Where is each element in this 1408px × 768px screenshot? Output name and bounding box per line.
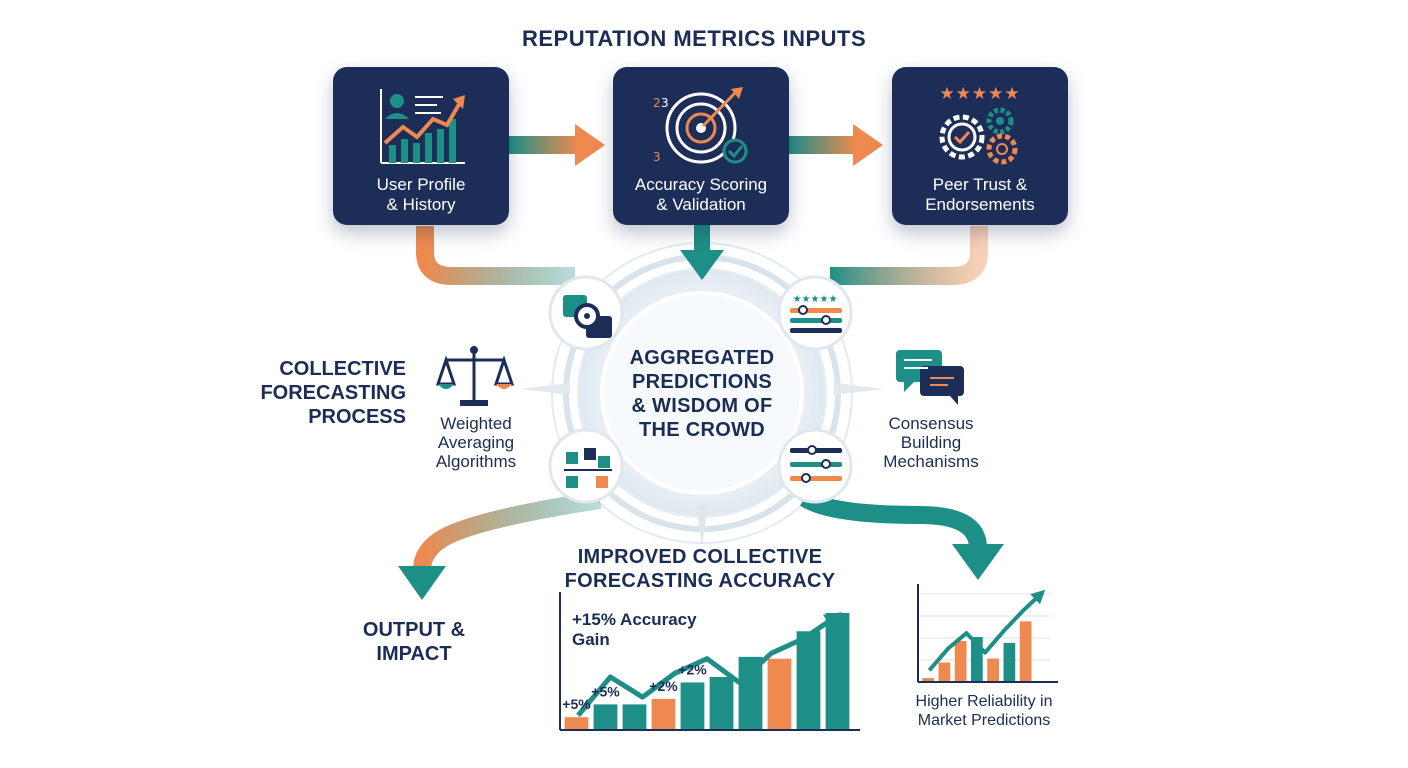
hub-label: AGGREGATED PREDICTIONS & WISDOM OF THE C… — [629, 347, 775, 441]
reliability-bar-chart — [917, 584, 1058, 683]
aggregation-hub — [520, 242, 884, 545]
bar-annotation: +5% — [562, 696, 591, 712]
arrow-input-2-to-hub — [680, 224, 724, 280]
user-growth-chart-icon — [380, 89, 465, 164]
star-gears-icon: ★★★★★ — [939, 84, 1020, 165]
chart-bar — [1003, 642, 1016, 682]
trend-arrowhead — [1030, 589, 1046, 605]
svg-text:3: 3 — [653, 150, 661, 164]
chart-bar — [593, 704, 618, 730]
chart-bar — [680, 682, 705, 730]
target-check-icon: 2 3 3 — [653, 87, 748, 164]
accuracy-bar-chart: +5%+5% +2%+2% — [559, 592, 860, 731]
chart-bar — [1019, 621, 1032, 682]
chart-bars — [564, 612, 850, 730]
chart-axes — [559, 592, 860, 731]
bar-annotation: +2% — [649, 678, 678, 694]
page-title: REPUTATION METRICS INPUTS — [522, 26, 867, 51]
input-card-peer-trust: ★★★★★ Peer Trust & Endorsements — [892, 67, 1068, 225]
trend-line — [927, 592, 1043, 672]
chart-annotations: +5%+5% +2%+2% — [562, 661, 707, 712]
chart-bar — [954, 640, 967, 682]
hub-node-blocks — [548, 428, 624, 504]
output-heading: OUTPUT & IMPACT — [362, 619, 466, 665]
input-card-label: User Profile & History — [376, 175, 466, 214]
arrow-input-1-to-2 — [509, 124, 605, 166]
trend-arrowhead — [823, 612, 843, 630]
arrow-input-1-to-hub — [416, 226, 575, 285]
chart-bar — [987, 658, 999, 682]
chart-bar — [922, 678, 934, 682]
chart-bar — [825, 612, 850, 730]
chart-trend — [927, 589, 1046, 672]
trend-line — [576, 614, 838, 717]
svg-text:2: 2 — [653, 96, 661, 110]
improved-accuracy-title: IMPROVED COLLECTIVE FORECASTING ACCURACY — [564, 546, 836, 592]
chart-bar — [938, 662, 951, 682]
svg-text:★★★★★: ★★★★★ — [793, 294, 838, 305]
svg-text:3: 3 — [661, 96, 669, 110]
balance-scale-icon — [435, 346, 515, 406]
chart-bar — [622, 704, 647, 730]
bar-annotation: +2% — [678, 661, 707, 677]
chart-axes — [917, 584, 1058, 683]
consensus-building-label: Consensus Building Mechanisms — [883, 414, 979, 471]
arrow-hub-to-reliability — [799, 490, 1004, 580]
chart-bar — [767, 658, 792, 730]
bar-annotation: +5% — [591, 683, 620, 699]
input-card-label: Peer Trust & Endorsements — [925, 175, 1035, 214]
chart-bar — [709, 676, 734, 730]
weighted-averaging-label: Weighted Averaging Algorithms — [435, 414, 517, 471]
arrow-input-3-to-hub — [830, 226, 988, 285]
hub-node-sliders — [777, 428, 853, 504]
accuracy-gain-label: +15% Accuracy Gain — [572, 610, 697, 649]
chart-bar — [796, 631, 821, 730]
chart-bars — [922, 621, 1032, 682]
chat-bubbles-icon — [896, 350, 964, 405]
chart-bar — [651, 698, 676, 730]
process-heading: COLLECTIVE FORECASTING PROCESS — [260, 358, 406, 428]
chart-bar — [564, 717, 589, 730]
svg-text:★★★★★: ★★★★★ — [939, 84, 1020, 104]
chart-bar — [971, 637, 983, 682]
input-card-accuracy-scoring: 2 3 3 Accuracy Scoring & Validation — [613, 67, 789, 225]
arrow-input-2-to-3 — [789, 124, 883, 166]
input-card-label: Accuracy Scoring & Validation — [634, 175, 768, 214]
hub-node-ratings: ★★★★★ — [777, 275, 853, 351]
arrow-hub-to-output — [398, 491, 602, 600]
input-card-user-profile: User Profile & History — [333, 67, 509, 225]
hub-node-security — [548, 275, 624, 351]
higher-reliability-label: Higher Reliability in Market Predictions — [915, 693, 1053, 729]
chart-trend — [576, 612, 843, 717]
